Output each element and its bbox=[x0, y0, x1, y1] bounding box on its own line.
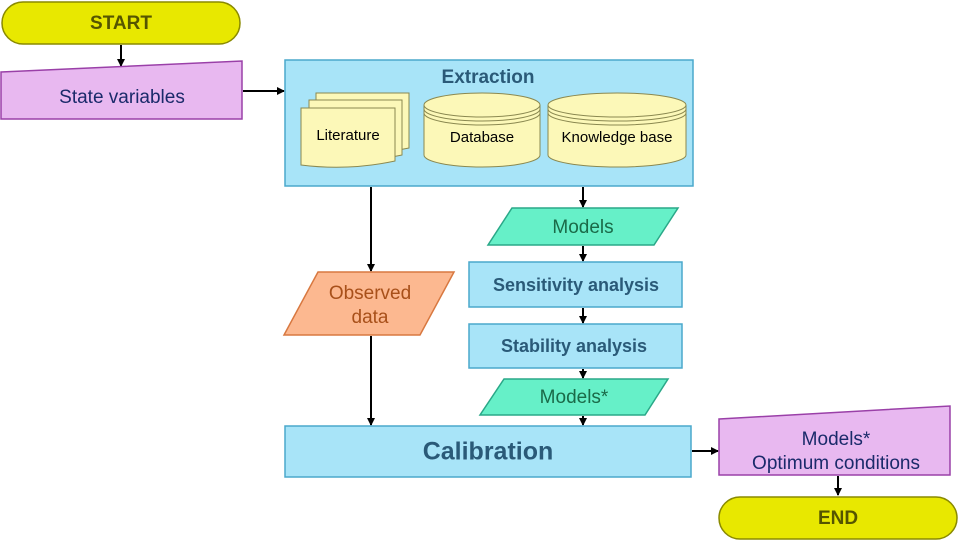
knowledge-base-cylinder: Knowledge base bbox=[547, 92, 687, 168]
database-cylinder: Database bbox=[423, 92, 541, 168]
start-terminal: START bbox=[1, 1, 241, 45]
models-star-label: Models* bbox=[540, 387, 609, 408]
start-label: START bbox=[90, 13, 152, 34]
output-line2: Optimum conditions bbox=[752, 453, 920, 474]
observed-line1: Observed bbox=[329, 283, 411, 304]
observed-data-node: Observed data bbox=[282, 271, 456, 336]
calibration-process: Calibration bbox=[284, 425, 692, 478]
models-star-data: Models* bbox=[478, 378, 670, 416]
stability-label: Stability analysis bbox=[501, 336, 647, 356]
extraction-process: Extraction Literature Database Knowledge… bbox=[284, 59, 694, 187]
output-line1: Models* bbox=[802, 429, 871, 450]
knowledge-base-label: Knowledge base bbox=[562, 129, 673, 146]
literature-label: Literature bbox=[316, 127, 379, 144]
state-variables-label: State variables bbox=[59, 87, 185, 108]
stability-analysis-process: Stability analysis bbox=[468, 323, 683, 369]
connectors bbox=[117, 45, 842, 496]
end-label: END bbox=[818, 508, 858, 529]
database-label: Database bbox=[450, 129, 514, 146]
extraction-title: Extraction bbox=[442, 67, 535, 88]
sensitivity-label: Sensitivity analysis bbox=[493, 275, 659, 295]
end-terminal: END bbox=[718, 496, 958, 540]
literature-document: Literature bbox=[300, 92, 410, 168]
calibration-label: Calibration bbox=[423, 438, 554, 466]
models-data: Models bbox=[486, 207, 680, 246]
output-node: Models* Optimum conditions bbox=[718, 405, 951, 476]
models-label: Models bbox=[552, 217, 613, 238]
observed-line2: data bbox=[352, 307, 389, 328]
sensitivity-analysis-process: Sensitivity analysis bbox=[468, 261, 683, 308]
state-variables-node: State variables bbox=[0, 60, 243, 120]
